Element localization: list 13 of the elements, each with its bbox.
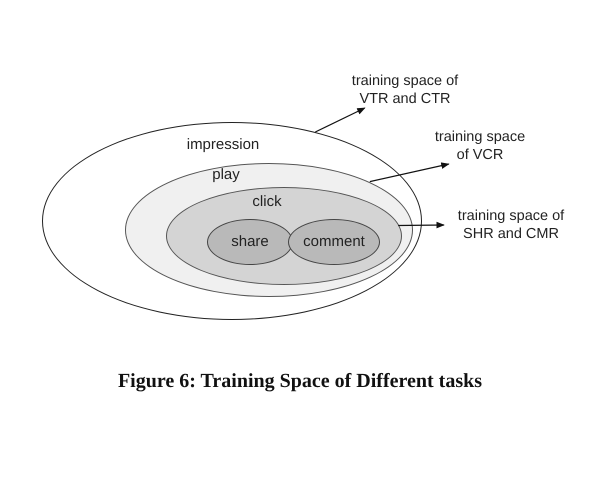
annotation-text: training space of VTR and CTR [338, 72, 472, 108]
ellipse-label: click [252, 193, 282, 211]
arrow [370, 162, 450, 182]
ellipse [288, 219, 380, 265]
annotation-text: training space of VCR [428, 128, 532, 164]
arrow [315, 107, 366, 133]
ellipse-label: impression [186, 136, 260, 154]
ellipse-label: comment [303, 233, 365, 251]
arrow [398, 222, 445, 228]
ellipse-label: play [212, 166, 240, 184]
figure-caption: Figure 6: Training Space of Different tasks [116, 369, 484, 394]
ellipse-label: share [231, 233, 269, 251]
annotation-text: training space of SHR and CMR [444, 207, 578, 243]
